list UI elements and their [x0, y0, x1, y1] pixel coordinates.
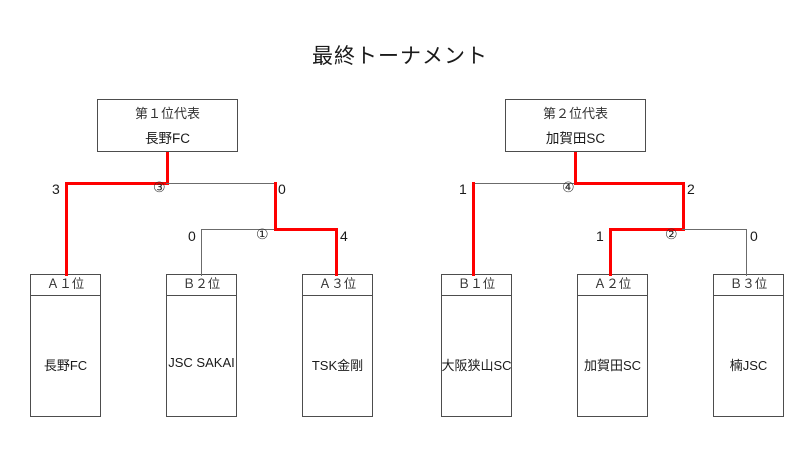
bracket-line-champion1-stem	[166, 152, 169, 184]
bracket-line-match3-crossbar-winner	[65, 182, 169, 185]
match-number-1: ①	[256, 226, 269, 242]
bracket-line-match2-left-leg	[609, 228, 612, 276]
team-name: TSK金剛	[311, 358, 364, 373]
score-match3-right: 0	[278, 181, 286, 197]
score-match1-left: 0	[188, 228, 196, 244]
match-number-3: ③	[153, 179, 166, 195]
champion-rank-label: 第２位代表	[542, 106, 608, 121]
score-match2-right: 0	[750, 228, 758, 244]
team-name: 長野FC	[43, 358, 88, 373]
bracket-line-match4-right-leg	[682, 182, 685, 230]
score-match3-left: 3	[52, 181, 60, 197]
team-name: 楠JSC	[729, 358, 768, 373]
bracket-line-match1-crossbar-winner	[274, 228, 338, 231]
team-box-a3: Ａ３位 TSK金剛	[302, 274, 373, 417]
score-match4-right: 2	[687, 181, 695, 197]
bracket-line-match4-crossbar-loser	[472, 183, 576, 184]
team-name: 加賀田SC	[583, 358, 642, 373]
bracket-line-match2-crossbar-loser	[682, 229, 746, 230]
bracket-line-match2-right-leg	[746, 229, 747, 276]
bracket-line-match3-right-leg	[274, 182, 277, 230]
match-number-4: ④	[562, 179, 575, 195]
match-number-2: ②	[665, 226, 678, 242]
team-name: JSC SAKAI	[168, 355, 235, 370]
bracket-line-match3-left-leg	[65, 182, 68, 276]
team-box-b2: Ｂ２位 JSC SAKAI	[166, 274, 237, 417]
team-rank-label: Ｂ３位	[713, 274, 784, 296]
bracket-line-match4-crossbar-winner	[574, 182, 684, 185]
champion-box-first: 第１位代表 長野FC	[97, 99, 238, 152]
bracket-line-match3-crossbar-loser	[166, 183, 276, 184]
team-rank-label: Ａ１位	[30, 274, 101, 296]
team-box-b1: Ｂ１位 大阪狭山SC	[441, 274, 512, 417]
team-name: 大阪狭山SC	[441, 358, 512, 373]
team-box-a2: Ａ２位 加賀田SC	[577, 274, 648, 417]
team-rank-label: Ａ２位	[577, 274, 648, 296]
score-match4-left: 1	[459, 181, 467, 197]
bracket-line-match4-left-leg	[472, 182, 475, 276]
score-match1-right: 4	[340, 228, 348, 244]
score-match2-left: 1	[596, 228, 604, 244]
page-title: 最終トーナメント	[312, 45, 488, 68]
bracket-line-champion2-stem	[574, 152, 577, 184]
champion-rank-label: 第１位代表	[134, 106, 200, 121]
team-box-a1: Ａ１位 長野FC	[30, 274, 101, 417]
champion-team-name: 加賀田SC	[545, 131, 606, 146]
champion-team-name: 長野FC	[145, 131, 190, 146]
bracket-line-match1-crossbar-loser	[201, 229, 276, 230]
team-rank-label: Ａ３位	[302, 274, 373, 296]
bracket-line-match1-left-leg	[201, 229, 202, 276]
team-box-b3: Ｂ３位 楠JSC	[713, 274, 784, 417]
bracket-line-match1-right-leg	[335, 228, 338, 276]
team-rank-label: Ｂ１位	[441, 274, 512, 296]
team-rank-label: Ｂ２位	[166, 274, 237, 296]
champion-box-second: 第２位代表 加賀田SC	[505, 99, 646, 152]
bracket-line-match2-crossbar-winner	[609, 228, 685, 231]
